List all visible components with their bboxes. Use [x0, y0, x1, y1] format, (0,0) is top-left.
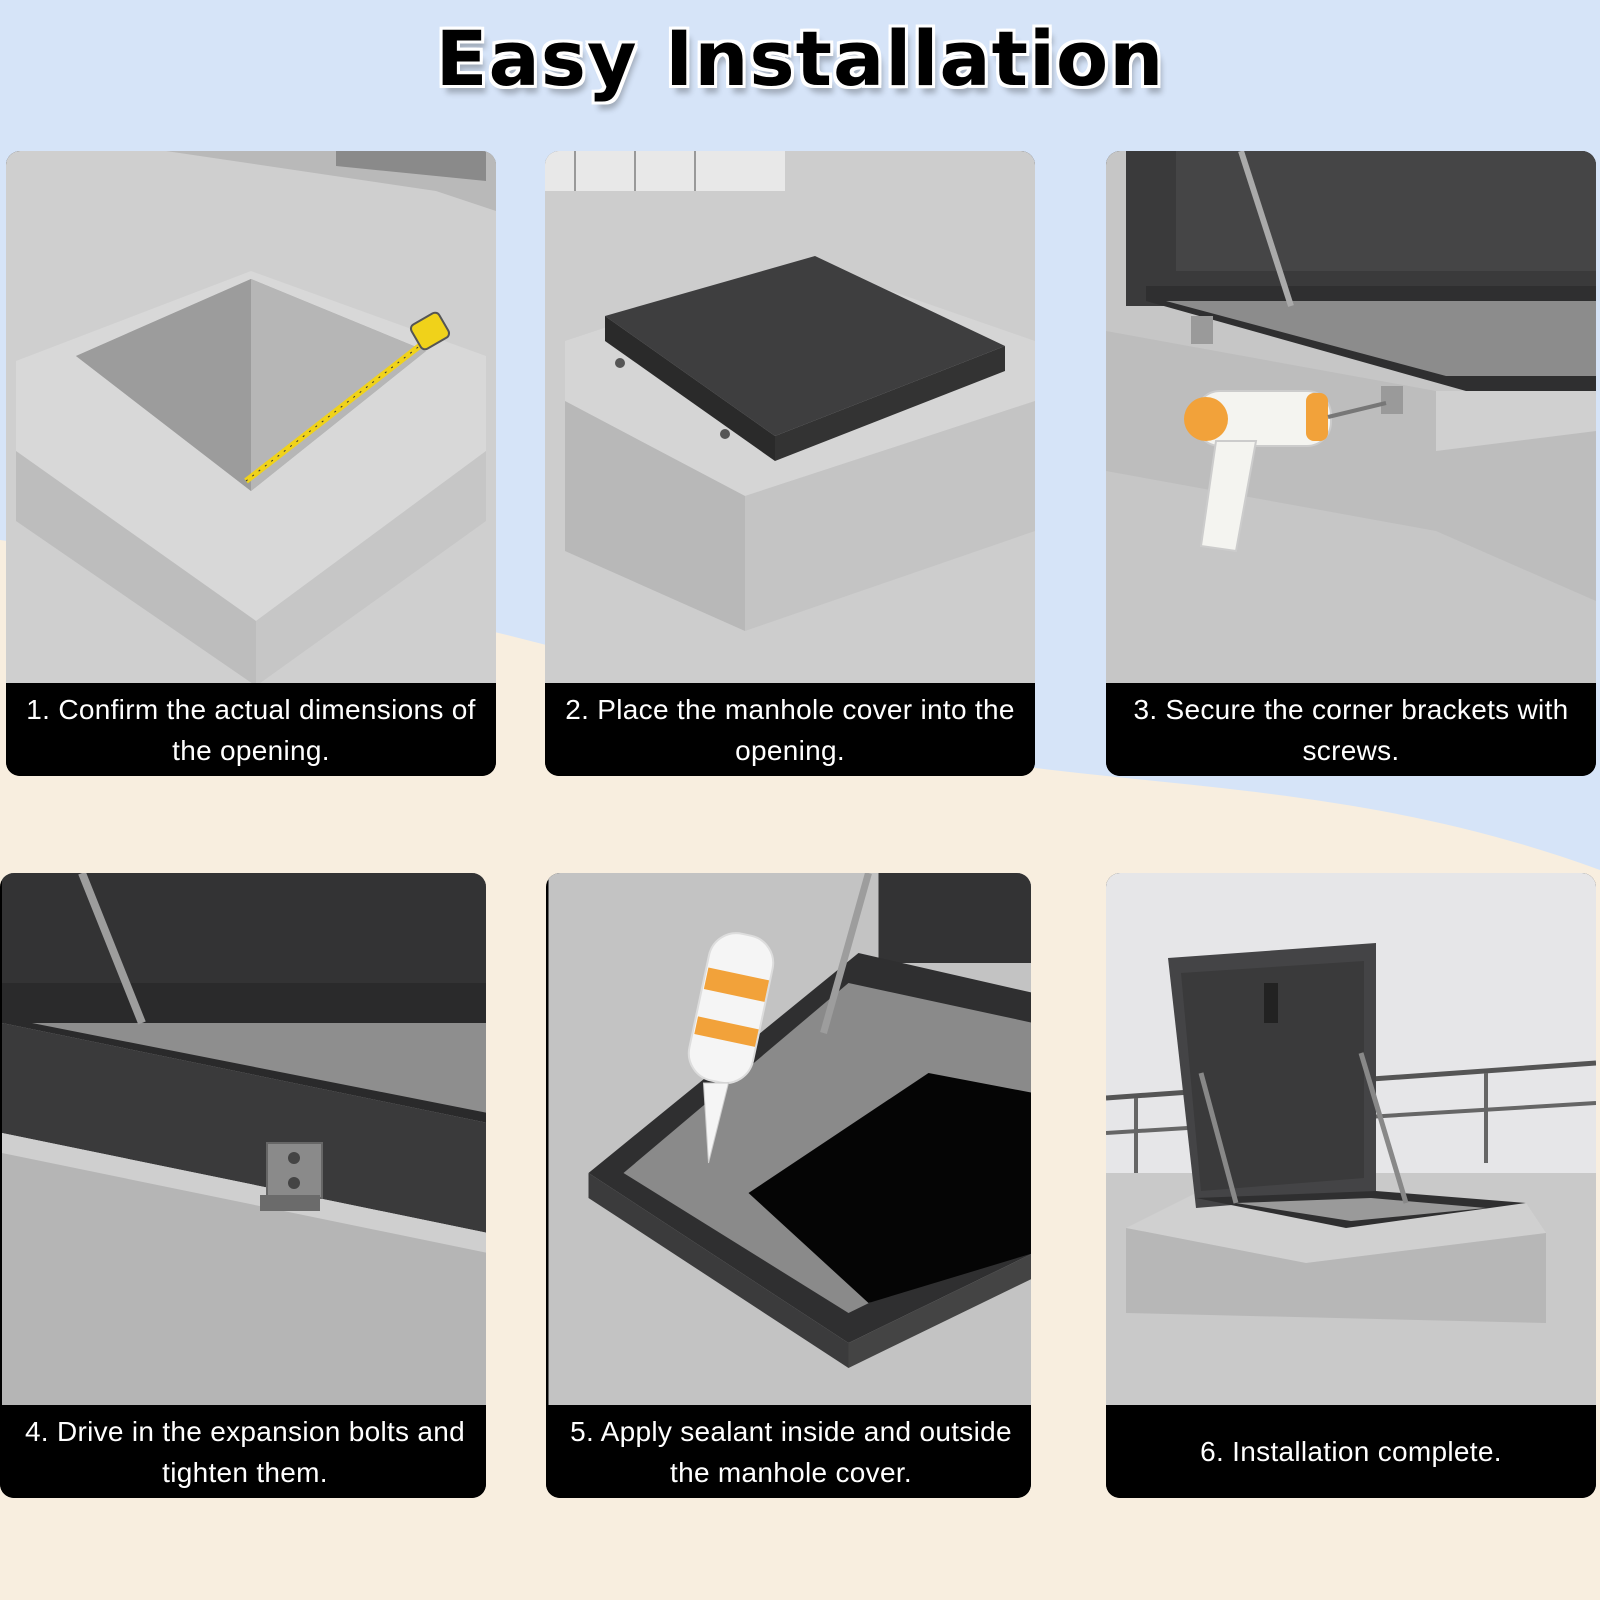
step-1-caption: 1. Confirm the actual dimensions of the …	[6, 683, 496, 776]
step-card-5: 5. Apply sealant inside and outside the …	[546, 873, 1031, 1498]
step-4-illustration	[2, 873, 486, 1405]
step-card-3: 3. Secure the corner brackets with screw…	[1106, 151, 1596, 776]
step-4-caption: 4. Drive in the expansion bolts and tigh…	[0, 1405, 486, 1498]
step-5-caption: 5. Apply sealant inside and outside the …	[546, 1405, 1031, 1498]
step-card-4: 4. Drive in the expansion bolts and tigh…	[0, 873, 486, 1498]
step-2-illustration	[545, 151, 1035, 683]
step-5-illustration	[548, 873, 1031, 1405]
page-title: Easy Installation	[435, 14, 1165, 103]
step-6-illustration	[1106, 873, 1596, 1405]
step-3-illustration	[1106, 151, 1596, 683]
step-3-caption: 3. Secure the corner brackets with screw…	[1106, 683, 1596, 776]
step-card-6: 6. Installation complete.	[1106, 873, 1596, 1498]
step-card-1: 1. Confirm the actual dimensions of the …	[6, 151, 496, 776]
step-2-caption: 2. Place the manhole cover into the open…	[545, 683, 1035, 776]
step-6-caption: 6. Installation complete.	[1106, 1405, 1596, 1498]
step-1-illustration	[6, 151, 496, 683]
step-card-2: 2. Place the manhole cover into the open…	[545, 151, 1035, 776]
